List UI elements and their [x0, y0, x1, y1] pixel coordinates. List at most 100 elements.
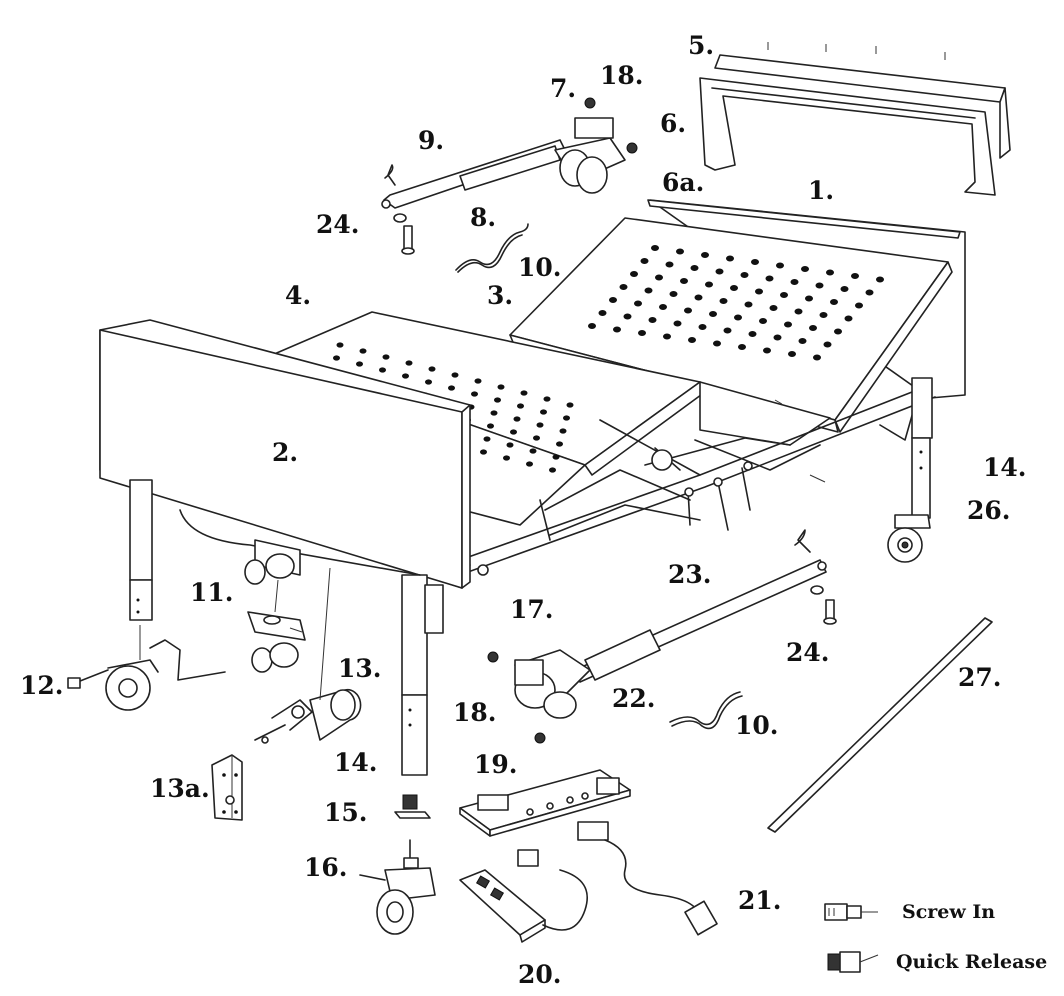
hand-pendant: [459, 849, 588, 943]
deck-hole: [540, 409, 547, 415]
label-part-6a: 6a.: [662, 168, 705, 197]
label-part-17: 17.: [510, 595, 554, 624]
deck-hole: [876, 276, 884, 283]
head-board-panel: [714, 42, 1011, 159]
deck-hole: [644, 287, 653, 294]
label-part-20: 20.: [518, 960, 562, 989]
label-part-16: 16.: [304, 853, 348, 882]
deck-hole: [640, 258, 649, 264]
label-part-21: 21.: [738, 886, 782, 915]
head-actuator: [381, 97, 638, 209]
deck-hole: [526, 461, 533, 467]
label-part-23: 23.: [668, 560, 712, 589]
deck-hole: [529, 448, 537, 454]
deck-hole: [690, 265, 699, 271]
deck-hole: [851, 273, 859, 279]
deck-hole: [471, 391, 478, 397]
caster-16: [359, 839, 436, 935]
label-part-13: 13.: [338, 654, 382, 683]
label-part-9: 9.: [418, 126, 445, 155]
deck-hole: [356, 361, 363, 367]
deck-hole: [765, 275, 774, 282]
deck-hole: [748, 331, 757, 337]
label-part-15: 15.: [324, 798, 368, 827]
deck-hole: [734, 314, 742, 321]
deck-hole: [336, 342, 344, 348]
deck-hole: [474, 378, 482, 384]
foot-board: [99, 319, 471, 589]
deck-hole: [487, 423, 494, 429]
deck-hole: [769, 305, 778, 311]
deck-hole: [549, 467, 556, 473]
label-part-27: 27.: [958, 663, 1002, 692]
deck-hole: [744, 301, 753, 308]
deck-hole: [813, 354, 821, 361]
deck-hole: [788, 351, 796, 357]
label-part-24-lower: 24.: [786, 638, 830, 667]
deck-hole: [834, 328, 842, 335]
label-part-13a: 13a.: [150, 774, 210, 803]
deck-hole: [402, 373, 409, 379]
deck-hole: [715, 268, 724, 275]
label-part-26: 26.: [967, 496, 1011, 525]
deck-hole: [709, 311, 717, 317]
pin-24-upper: [393, 213, 415, 255]
deck-hole: [556, 441, 563, 447]
deck-hole: [655, 274, 663, 281]
foot-legs: [129, 479, 444, 776]
head-caster: [887, 514, 931, 563]
bracket-13a: [211, 754, 243, 821]
label-part-2: 2.: [272, 438, 299, 467]
deck-hole: [333, 355, 340, 361]
quick-release-connector-icon: [827, 951, 879, 973]
deck-hole: [755, 288, 763, 295]
deck-hole: [480, 449, 487, 455]
label-part-3: 3.: [487, 281, 514, 310]
label-part-11: 11.: [190, 578, 234, 607]
deck-hole: [613, 326, 621, 333]
deck-hole: [794, 308, 803, 315]
label-part-14-upper: 14.: [983, 453, 1027, 482]
deck-hole: [623, 313, 632, 320]
deck-hole: [705, 281, 713, 288]
head-board-frame: [699, 77, 996, 196]
screw-in-connector-icon: [824, 903, 878, 921]
deck-hole: [809, 325, 817, 331]
deck-hole: [819, 312, 828, 318]
foot-crossbar: [179, 509, 421, 576]
deck-hole: [665, 261, 674, 268]
deck-hole: [730, 285, 738, 291]
deck-hole: [588, 323, 596, 329]
deck-hole: [663, 333, 671, 340]
motor-bracket-assembly: [244, 539, 306, 673]
cable-10-lower: [669, 691, 743, 730]
label-part-18-upper: 18.: [600, 61, 644, 90]
deck-hole: [855, 302, 863, 309]
deck-hole: [773, 334, 782, 341]
foot-actuator: [487, 529, 827, 744]
label-part-5: 5.: [688, 31, 715, 60]
deck-hole: [723, 327, 732, 334]
deck-hole: [740, 272, 749, 278]
deck-hole: [826, 269, 834, 276]
deck-hole: [497, 384, 505, 390]
deck-hole: [552, 454, 560, 460]
deck-hole: [648, 317, 657, 323]
deck-hole: [790, 279, 799, 285]
legend-screw-in-label: Screw In: [902, 901, 996, 923]
deck-hole: [673, 320, 682, 327]
deck-hole: [738, 344, 746, 350]
deck-hole: [844, 315, 853, 322]
deck-hole: [680, 278, 688, 284]
deck-hole: [520, 390, 528, 396]
deck-hole: [669, 291, 678, 297]
label-part-1: 1.: [808, 176, 835, 205]
deck-hole: [801, 266, 809, 272]
deck-hole: [630, 271, 638, 277]
deck-hole: [425, 379, 432, 385]
deck-hole: [865, 289, 874, 296]
label-part-6: 6.: [660, 109, 687, 138]
deck-hole: [688, 337, 696, 343]
deck-hole: [840, 286, 849, 292]
control-box: [459, 769, 631, 837]
